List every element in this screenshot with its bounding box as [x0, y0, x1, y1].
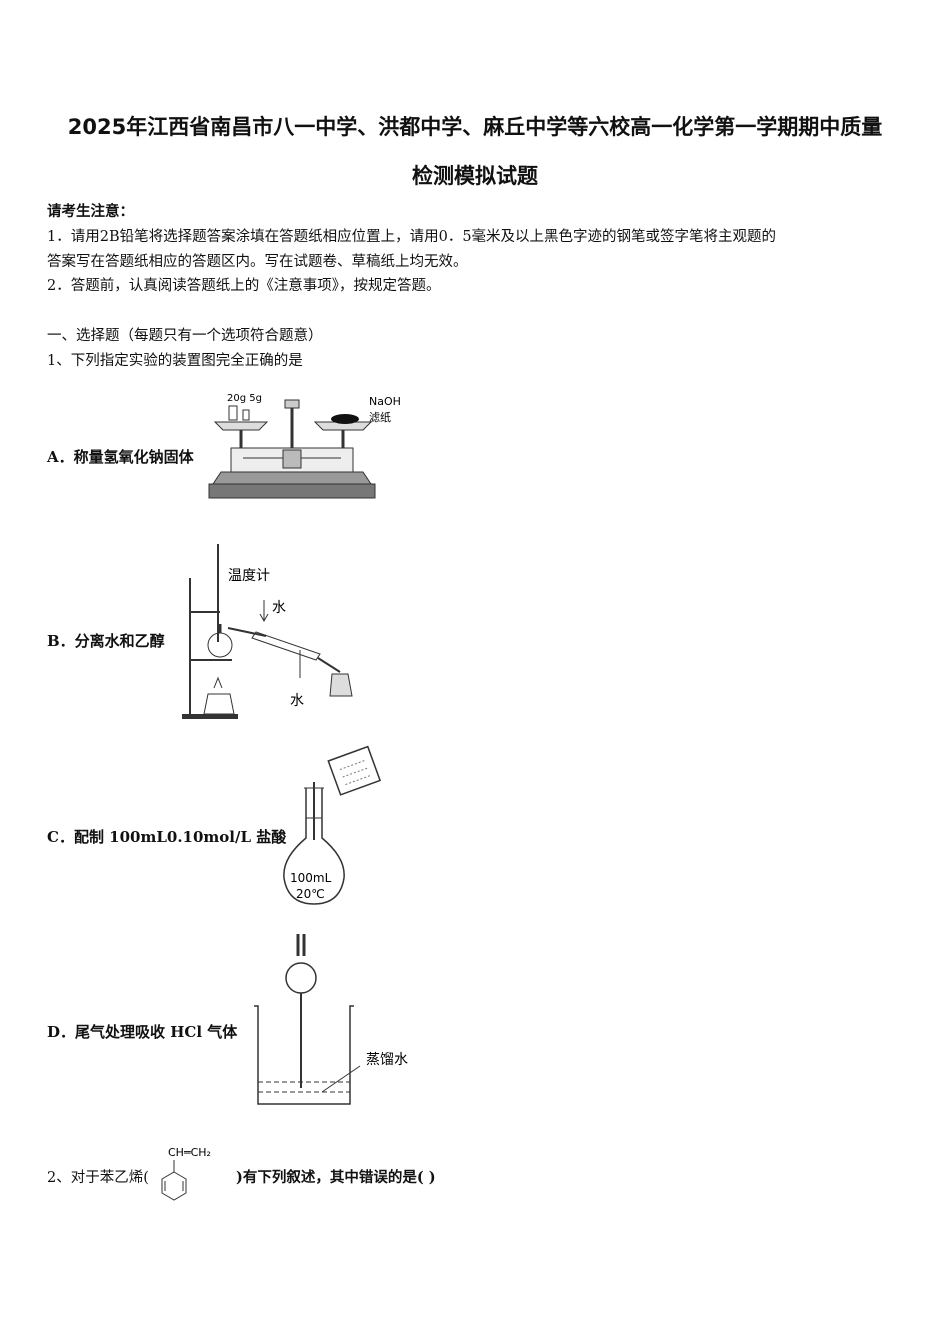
water-in-label: 水 — [272, 600, 286, 616]
notice-item1-b: 答案写在答题纸相应的答题区内。写在试题卷、草稿纸上均无效。 — [47, 254, 468, 270]
thermometer-label: 温度计 — [228, 568, 270, 584]
q2-stem-post: )有下列叙述，其中错误的是( ) — [236, 1169, 436, 1186]
notice-item1-a: 1．请用2B铅笔将选择题答案涂填在答题纸相应位置上，请用0．5毫米及以上黑色字迹… — [47, 229, 777, 245]
q1-option-c: C．配制 100mL0.10mol/L 盐酸 — [47, 828, 287, 846]
q2-stem-pre: 2、对于苯乙烯( — [47, 1170, 149, 1186]
q1-option-d: D．尾气处理吸收 HCl 气体 — [47, 1023, 238, 1041]
water-out-label: 水 — [290, 693, 304, 709]
balance-figure: 20g 5g NaOH 滤纸 — [208, 393, 401, 499]
q1-option-a: A．称量氢氧化钠固体 — [47, 448, 194, 466]
styrene-structure: CH═CH₂ — [161, 1146, 211, 1201]
flask-temp-label: 20℃ — [296, 887, 325, 901]
distillation-figure: 温度计 水 水 — [182, 544, 353, 719]
weights-label: 20g 5g — [227, 393, 262, 404]
filter-paper-label: 滤纸 — [369, 411, 391, 424]
volumetric-flask-figure: 100mL 20℃ — [283, 745, 382, 905]
gas-absorption-figure: 蒸馏水 — [254, 934, 408, 1105]
notice-heading: 请考生注意： — [47, 203, 134, 220]
notice-item2: 2．答题前，认真阅读答题纸上的《注意事项》，按规定答题。 — [47, 278, 441, 294]
distilled-water-label: 蒸馏水 — [366, 1052, 408, 1068]
exam-title-line2: 检测模拟试题 — [412, 164, 538, 188]
q1-option-b: B．分离水和乙醇 — [47, 632, 165, 650]
exam-title-line1: 2025年江西省南昌市八一中学、洪都中学、麻丘中学等六校高一化学第一学期期中质量 — [67, 115, 883, 139]
vinyl-group-label: CH═CH₂ — [168, 1146, 211, 1159]
flask-volume-label: 100mL — [290, 871, 332, 885]
naoh-label: NaOH — [369, 395, 401, 408]
section-heading: 一、选择题（每题只有一个选项符合题意） — [47, 328, 323, 344]
q1-stem: 1、下列指定实验的装置图完全正确的是 — [47, 353, 303, 369]
